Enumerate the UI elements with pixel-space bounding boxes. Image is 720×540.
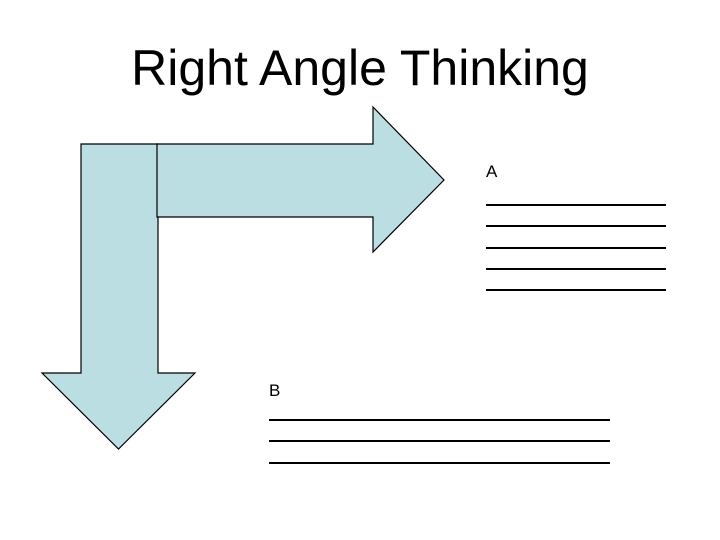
answer-line (486, 289, 666, 292)
right-arrow-shape (156, 105, 445, 254)
answer-line (486, 204, 666, 206)
answer-lines-b (269, 419, 610, 464)
answer-line (486, 267, 666, 270)
answer-line (486, 225, 666, 228)
label-a: A (486, 162, 498, 181)
answer-line (269, 461, 610, 464)
label-b: B (269, 381, 281, 400)
answer-lines-a (486, 204, 666, 292)
answer-line (269, 419, 610, 421)
answer-line (269, 440, 610, 443)
answer-line (486, 246, 666, 249)
slide-title: Right Angle Thinking (131, 40, 589, 96)
